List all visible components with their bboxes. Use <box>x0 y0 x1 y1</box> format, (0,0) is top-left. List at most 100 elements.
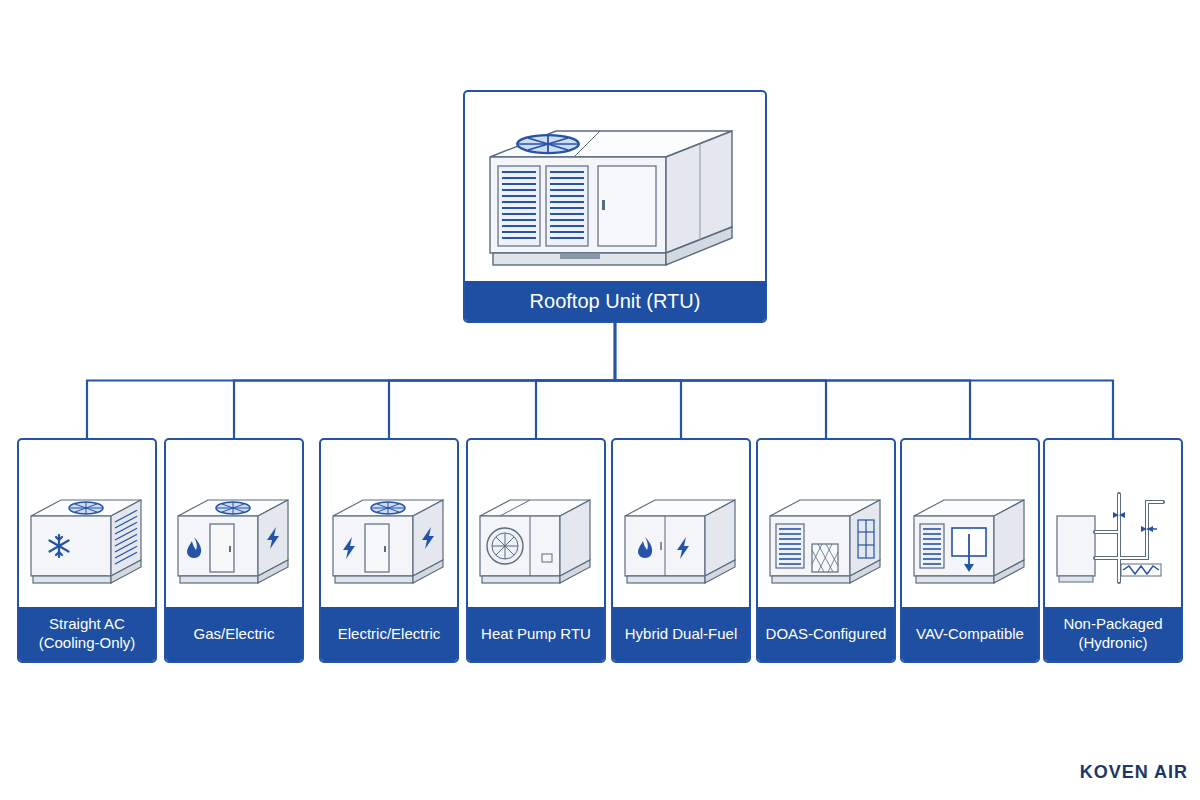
illustration-part <box>210 524 234 572</box>
illustration-part <box>923 548 941 550</box>
brand-logo: KOVEN AIR <box>1080 762 1188 783</box>
illustration-part <box>779 548 801 550</box>
illustration-part <box>1095 502 1163 558</box>
illustration-part <box>546 166 588 246</box>
box-label: Hybrid Dual-Fuel <box>613 607 749 661</box>
illustration-part <box>550 171 584 173</box>
illustration-part <box>550 237 584 239</box>
illustration-part <box>115 510 137 564</box>
illustration-part <box>502 207 536 209</box>
illustration-part <box>665 516 666 576</box>
box-label: Gas/Electric <box>166 607 302 661</box>
illustration-part <box>964 564 974 572</box>
illustration-part <box>602 200 605 210</box>
illustration-part <box>502 172 584 238</box>
illustration-part <box>550 213 584 215</box>
illustration-part <box>560 254 600 259</box>
illustration-part <box>69 502 103 514</box>
illustration-part <box>770 500 880 583</box>
tree-connector <box>615 323 1113 438</box>
illustration-part <box>550 195 584 197</box>
illustration-part <box>187 537 201 558</box>
illustration-part <box>496 537 514 555</box>
illustration-part <box>779 553 801 555</box>
illustration-part <box>1118 532 1120 582</box>
electric-electric-illustration <box>333 500 443 583</box>
illustration-part <box>923 538 941 540</box>
illustration-part <box>923 528 941 530</box>
box-label: Non-Packaged (Hydronic) <box>1045 607 1181 661</box>
box-label: Electric/Electric <box>321 607 457 661</box>
illustration-part <box>923 533 941 535</box>
illustration-part <box>502 237 536 239</box>
illustration-part <box>700 144 701 240</box>
illustration-part <box>216 502 250 514</box>
illustration-part <box>550 177 584 179</box>
box-label: Heat Pump RTU <box>468 607 604 661</box>
illustration-part <box>492 533 518 559</box>
hybrid-illustration <box>625 500 735 583</box>
illustration-part <box>598 166 656 246</box>
illustration-part <box>779 558 801 560</box>
illustration-part <box>178 500 288 583</box>
illustration-part <box>779 538 801 540</box>
illustration-part <box>858 520 874 558</box>
doas-illustration <box>770 500 880 583</box>
illustration-part <box>550 183 584 185</box>
box-label: Rooftop Unit (RTU) <box>465 281 765 321</box>
tree-connector <box>389 323 615 438</box>
illustration-part <box>502 183 536 185</box>
illustration-part <box>496 537 514 555</box>
rtu-type-box: Gas/Electric <box>164 438 304 663</box>
rtu-type-box: Straight AC (Cooling-Only) <box>17 438 157 663</box>
illustration-part <box>779 528 801 530</box>
gas-electric-illustration <box>178 500 288 583</box>
hydronic-illustration <box>1057 494 1163 582</box>
illustration-part <box>550 225 584 227</box>
illustration-part <box>1095 494 1163 582</box>
rtu-type-box: DOAS-Configured <box>756 438 896 663</box>
illustration-part <box>779 543 801 545</box>
illustration-part <box>1123 566 1159 574</box>
illustration-part <box>1147 528 1157 530</box>
illustration-part <box>550 219 584 221</box>
illustration-part <box>492 533 518 559</box>
illustration-part <box>502 225 536 227</box>
box-label: DOAS-Configured <box>758 607 894 661</box>
illustration-part <box>677 537 689 559</box>
illustration-part <box>333 500 443 583</box>
box-label: VAV-Compatible <box>902 607 1038 661</box>
illustration-part <box>1059 576 1093 582</box>
vav-illustration <box>914 500 1024 583</box>
illustration-part <box>487 528 523 564</box>
illustration-part <box>422 527 434 549</box>
illustration-part <box>914 500 1024 583</box>
illustration-part <box>812 544 838 572</box>
illustration-part <box>502 219 536 221</box>
illustration-part <box>502 213 536 215</box>
illustration-part <box>343 537 355 559</box>
cooling-unit-illustration <box>31 500 141 583</box>
illustration-part <box>1095 494 1163 582</box>
illustration-part <box>502 231 536 233</box>
illustration-part <box>1057 516 1095 576</box>
illustration-part <box>1095 502 1163 558</box>
illustration-part <box>490 157 666 253</box>
illustration-part <box>812 544 822 564</box>
tree-connector <box>536 323 615 438</box>
illustration-part <box>550 231 584 233</box>
illustration-part <box>550 189 584 191</box>
illustration-part <box>625 500 735 583</box>
illustration-part <box>502 201 536 203</box>
illustration-part <box>779 563 801 565</box>
illustration-part <box>550 207 584 209</box>
rtu-type-box: VAV-Compatible <box>900 438 1040 663</box>
illustration-part <box>1095 494 1119 532</box>
rtu-type-box: Hybrid Dual-Fuel <box>611 438 751 663</box>
illustration-part <box>858 520 874 558</box>
illustration-part <box>267 527 279 549</box>
box-label: Straight AC (Cooling-Only) <box>19 607 155 661</box>
illustration-part <box>1121 564 1161 576</box>
